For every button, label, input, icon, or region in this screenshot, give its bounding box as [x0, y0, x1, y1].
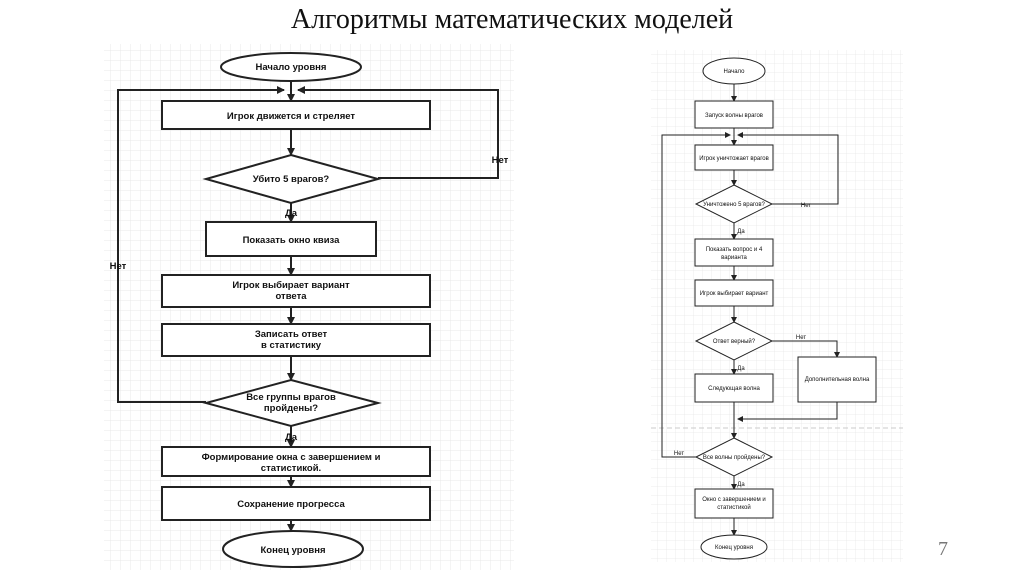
left-loop-no-groups — [117, 86, 285, 403]
left-decision-kills-label: Убито 5 врагов? — [253, 174, 330, 185]
left-step-record-label-1: Записать ответ — [255, 329, 328, 340]
right-step-extra — [797, 356, 877, 403]
right-flowchart: Начало Запуск волны врагов Игрок уничтож… — [651, 50, 903, 562]
right-step-wave — [694, 100, 774, 129]
right-yes-label-2: Да — [737, 366, 745, 372]
left-step-window-label-1: Формирование окна с завершением и — [202, 452, 381, 463]
right-step-destroy — [694, 144, 774, 171]
left-end-label: Конец уровня — [261, 545, 326, 556]
right-step-extra-label: Дополнительная волна — [805, 377, 870, 383]
left-step-window-label-2: статистикой. — [261, 463, 321, 474]
left-step-record-label-2: в статистику — [261, 340, 322, 351]
right-loop-no-destroyed — [737, 132, 839, 205]
right-step-wave-label: Запуск волны врагов — [705, 113, 763, 119]
right-step-destroy-label: Игрок уничтожает врагов — [699, 156, 769, 162]
left-step-choose-label-2: ответа — [275, 291, 307, 302]
left-step-choose-label-1: Игрок выбирает вариант — [232, 280, 350, 291]
right-yes-label-3: Да — [737, 482, 745, 488]
left-step-save — [161, 486, 431, 521]
right-no-label-3: Нет — [674, 451, 684, 457]
right-step-next — [694, 373, 774, 403]
left-loop-no-kills — [297, 86, 499, 179]
left-step-quiz — [205, 221, 377, 257]
left-step-window — [161, 446, 431, 477]
right-decision-destroyed-label: Уничтожено 5 врагов? — [703, 202, 765, 208]
left-step-save-label: Сохранение прогресса — [237, 499, 345, 510]
right-no-label-2: Нет — [796, 335, 806, 341]
left-step-choose — [161, 274, 431, 308]
right-step-choose — [694, 279, 774, 307]
right-decision-waves — [694, 437, 774, 477]
right-step-choose-label: Игрок выбирает вариант — [700, 291, 769, 297]
right-start-terminal — [702, 57, 766, 85]
right-loop-no-waves — [661, 132, 731, 458]
left-no-label-2: Нет — [110, 261, 127, 272]
right-extra-merge — [737, 402, 838, 422]
right-step-question-label-1: Показать вопрос и 4 — [706, 247, 763, 253]
left-decision-groups-label-1: Все группы врагов — [246, 392, 336, 403]
left-yes-label-2: Да — [285, 432, 298, 443]
right-start-label: Начало — [724, 69, 746, 75]
left-start-label: Начало уровня — [256, 62, 327, 73]
right-yes-label-1: Да — [737, 229, 745, 235]
left-end-terminal — [222, 530, 364, 568]
left-yes-label-1: Да — [285, 208, 298, 219]
slide-title: Алгоритмы математических моделей — [290, 4, 734, 35]
right-grid-background — [651, 50, 903, 562]
right-branch-wrong — [772, 340, 840, 358]
right-decision-destroyed — [694, 184, 774, 224]
left-decision-groups-label-2: пройдены? — [264, 403, 318, 414]
right-decision-waves-label: Все волны пройдены? — [703, 454, 766, 461]
right-end-label: Конец уровня — [715, 545, 753, 551]
left-step-quiz-label: Показать окно квиза — [243, 235, 341, 246]
page-number: 7 — [938, 538, 948, 560]
right-decision-correct — [694, 321, 774, 361]
right-step-question — [694, 238, 774, 267]
left-flowchart: Начало уровня Игрок движется и стреляет … — [104, 44, 514, 570]
right-step-next-label: Следующая волна — [708, 386, 760, 392]
left-step-move-label: Игрок движется и стреляет — [227, 111, 355, 122]
left-no-label-1: Нет — [492, 155, 509, 166]
right-step-window — [694, 488, 774, 519]
right-step-question-label-2: варианта — [721, 255, 747, 261]
left-start-terminal — [220, 52, 362, 82]
left-decision-kills — [202, 153, 382, 205]
right-decision-correct-label: Ответ верный? — [713, 338, 756, 345]
left-decision-groups — [202, 378, 382, 428]
right-step-window-label-1: Окно с завершением и — [702, 497, 765, 503]
left-step-record — [161, 323, 431, 357]
left-step-move — [161, 100, 431, 130]
right-step-window-label-2: статистикой — [717, 504, 750, 511]
right-no-label-1: Нет — [801, 203, 811, 209]
right-end-terminal — [700, 534, 768, 560]
